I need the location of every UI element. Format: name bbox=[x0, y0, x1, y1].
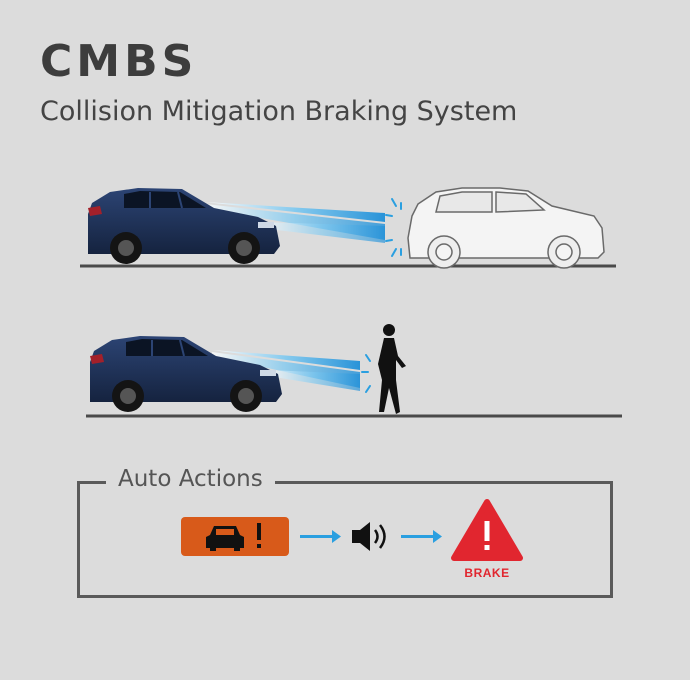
page-title: CMBS bbox=[40, 36, 198, 87]
pedestrian-icon bbox=[378, 324, 406, 414]
scene-vehicle-detection bbox=[80, 187, 616, 269]
arrow-icon bbox=[401, 530, 442, 543]
scene-pedestrian-detection bbox=[86, 324, 622, 418]
radar-beam bbox=[212, 350, 360, 391]
page-subtitle: Collision Mitigation Braking System bbox=[40, 96, 518, 127]
auto-actions-label: Auto Actions bbox=[106, 466, 275, 492]
own-car bbox=[90, 336, 282, 412]
detection-sparks-1 bbox=[385, 198, 402, 257]
own-car bbox=[88, 188, 280, 264]
target-car bbox=[407, 187, 605, 269]
auto-actions-panel bbox=[77, 481, 613, 598]
detection-sparks-2 bbox=[361, 354, 371, 393]
brake-warning-icon bbox=[451, 499, 523, 561]
radar-beam bbox=[205, 202, 385, 243]
brake-label: BRAKE bbox=[464, 566, 510, 580]
speaker-icon bbox=[352, 522, 386, 551]
forward-collision-warning-badge bbox=[181, 517, 289, 556]
arrow-icon bbox=[300, 530, 341, 543]
